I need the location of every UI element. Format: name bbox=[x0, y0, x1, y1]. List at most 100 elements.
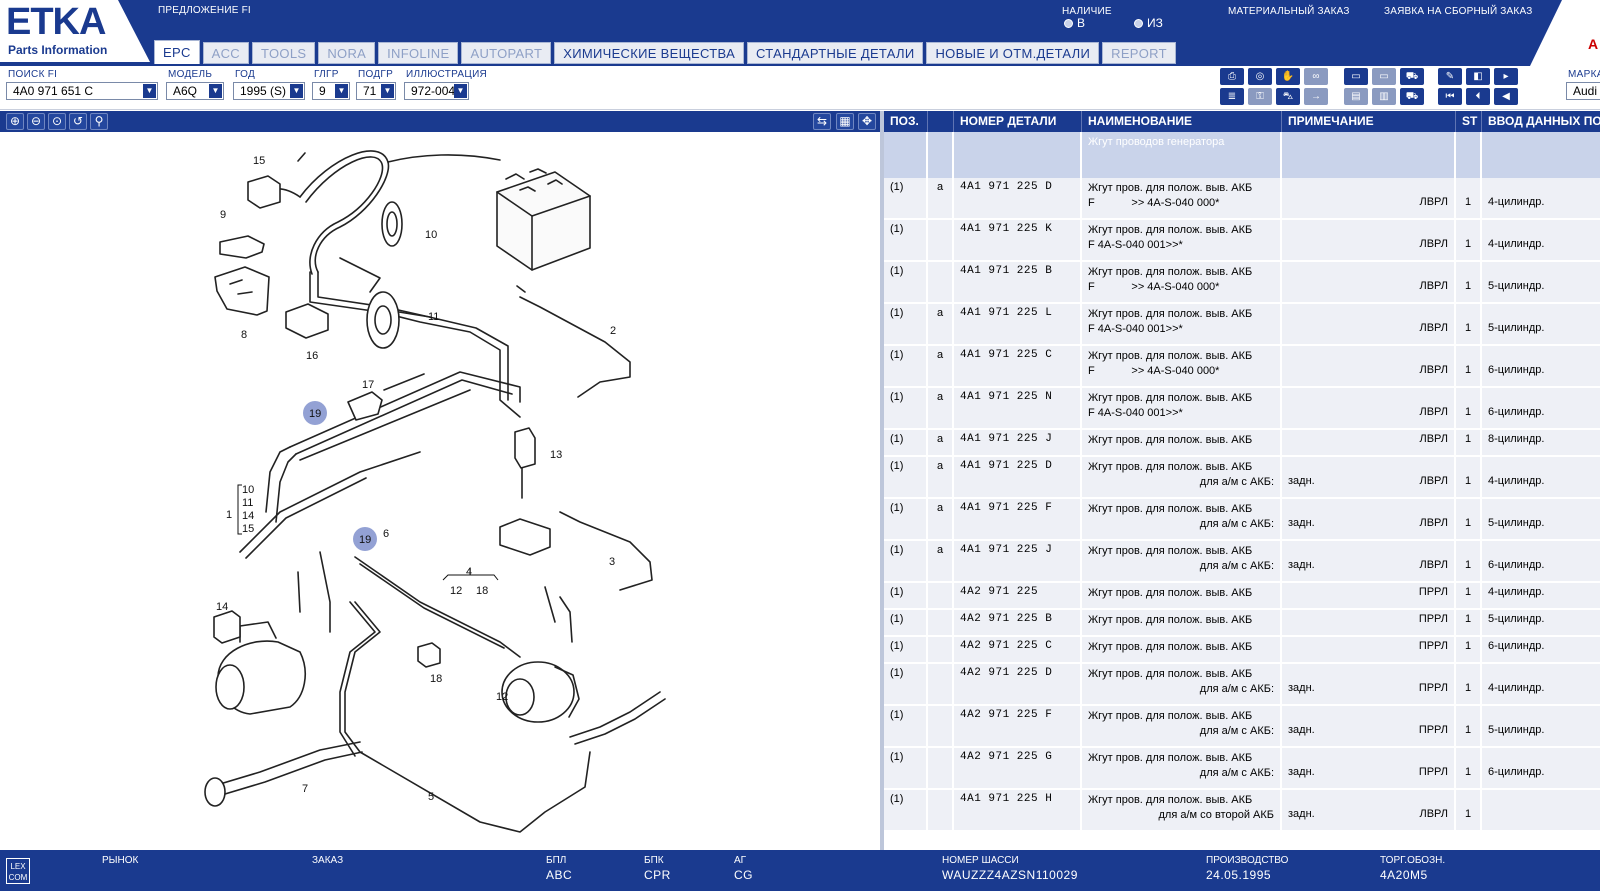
col-note[interactable]: ПРИМЕЧАНИЕ bbox=[1282, 111, 1456, 132]
next-doc-icon[interactable]: ▸ bbox=[1494, 68, 1518, 85]
radio-availability-b[interactable]: В bbox=[1064, 16, 1085, 30]
material-order-link[interactable]: МАТЕРИАЛЬНЫЙ ЗАКАЗ bbox=[1228, 6, 1350, 17]
row-part-number[interactable]: 4A1 971 225 N bbox=[954, 388, 1082, 428]
row-part-number[interactable]: 4A1 971 225 J bbox=[954, 541, 1082, 581]
doc-icon[interactable]: ▥ bbox=[1372, 88, 1396, 105]
row-part-number[interactable]: 4A1 971 225 B bbox=[954, 262, 1082, 302]
row-part-number[interactable]: 4A1 971 225 D bbox=[954, 457, 1082, 497]
brand-combo[interactable]: Audi bbox=[1566, 82, 1600, 100]
prev-doc-icon[interactable]: ◧ bbox=[1466, 68, 1490, 85]
tab-tools[interactable]: TOOLS bbox=[252, 42, 316, 64]
search-fi-combo[interactable]: 4A0 971 651 C ▼ bbox=[6, 82, 158, 100]
zoom-fit-icon[interactable]: ⊙ bbox=[48, 113, 66, 130]
chevron-down-icon[interactable]: ▼ bbox=[381, 84, 394, 98]
tab-epc[interactable]: EPC bbox=[154, 40, 200, 64]
layout-icon[interactable]: ▦ bbox=[836, 113, 854, 130]
glasses-icon[interactable]: ∞ bbox=[1304, 68, 1328, 85]
tab-standard-parts[interactable]: СТАНДАРТНЫЕ ДЕТАЛИ bbox=[747, 42, 924, 64]
tab-autopart[interactable]: AUTOPART bbox=[461, 42, 552, 64]
col-flag[interactable] bbox=[928, 111, 954, 132]
exploded-diagram[interactable]: 15 9 8 16 10 11 2 17 19 13 10 11 14 15 1… bbox=[0, 132, 880, 850]
assembly-order-link[interactable]: ЗАЯВКА НА СБОРНЫЙ ЗАКАЗ bbox=[1384, 6, 1533, 17]
chevron-down-icon[interactable]: ▼ bbox=[290, 84, 303, 98]
offer-fi-label[interactable]: ПРЕДЛОЖЕНИЕ FI bbox=[158, 5, 251, 16]
chevron-down-icon[interactable]: ▼ bbox=[335, 84, 348, 98]
tab-nora[interactable]: NORA bbox=[318, 42, 376, 64]
row-part-number[interactable]: 4A1 971 225 F bbox=[954, 499, 1082, 539]
year-combo[interactable]: 1995 (S) ▼ bbox=[233, 82, 305, 100]
row-part-number[interactable]: 4A1 971 225 K bbox=[954, 220, 1082, 260]
chevron-down-icon[interactable]: ▼ bbox=[454, 84, 467, 98]
col-pos[interactable]: ПОЗ. bbox=[884, 111, 928, 132]
split-view-icon[interactable]: ⇆ bbox=[813, 113, 831, 130]
col-st[interactable]: ST bbox=[1456, 111, 1482, 132]
tab-chemicals[interactable]: ХИМИЧЕСКИЕ ВЕЩЕСТВА bbox=[554, 42, 745, 64]
chevron-down-icon[interactable]: ▼ bbox=[143, 84, 156, 98]
tab-report[interactable]: REPORT bbox=[1102, 42, 1176, 64]
sub-group-combo[interactable]: 71 ▼ bbox=[356, 82, 396, 100]
arrow-dim-icon[interactable]: → bbox=[1304, 88, 1328, 105]
illustration-combo[interactable]: 972-004 ▼ bbox=[404, 82, 469, 100]
col-model-data[interactable]: ВВОД ДАННЫХ ПО М bbox=[1488, 114, 1600, 128]
tab-acc[interactable]: ACC bbox=[202, 42, 249, 64]
row-part-number[interactable]: 4A1 971 225 D bbox=[954, 178, 1082, 218]
row-part-number[interactable]: 4A1 971 225 J bbox=[954, 430, 1082, 455]
card-icon[interactable]: ▤ bbox=[1344, 88, 1368, 105]
search-db-icon[interactable]: ◎ bbox=[1248, 68, 1272, 85]
first-icon[interactable]: ⏮ bbox=[1438, 88, 1462, 105]
row-part-number[interactable]: 4A2 971 225 G bbox=[954, 748, 1082, 788]
main-group-combo[interactable]: 9 ▼ bbox=[312, 82, 350, 100]
magnifier-icon[interactable]: ⚲ bbox=[90, 113, 108, 130]
row-part-number[interactable]: 4A1 971 225 C bbox=[954, 346, 1082, 386]
tab-new-parts[interactable]: НОВЫЕ И ОТМ.ДЕТАЛИ bbox=[926, 42, 1100, 64]
tab-infoline[interactable]: INFOLINE bbox=[378, 42, 459, 64]
row-part-number[interactable]: 4A2 971 225 C bbox=[954, 637, 1082, 662]
chevron-down-icon[interactable]: ▼ bbox=[209, 84, 222, 98]
radio-dot-icon[interactable] bbox=[1064, 18, 1073, 28]
radio-dot-icon[interactable] bbox=[1134, 18, 1143, 28]
col-name[interactable]: НАИМЕНОВАНИЕ bbox=[1082, 111, 1282, 132]
print-icon[interactable]: ⎙ bbox=[1220, 68, 1244, 85]
cart-add-icon[interactable]: ⛟ bbox=[1400, 88, 1424, 105]
radio-availability-from[interactable]: ИЗ bbox=[1134, 16, 1163, 30]
cart-icon[interactable]: ⛟ bbox=[1400, 68, 1424, 85]
key-icon[interactable]: ⚿ bbox=[1248, 88, 1272, 105]
zoom-in-icon[interactable]: ⊕ bbox=[6, 113, 24, 130]
zoom-reset-icon[interactable]: ↺ bbox=[69, 113, 87, 130]
panel-splitter[interactable] bbox=[880, 111, 884, 850]
move-icon[interactable]: ✥ bbox=[858, 113, 876, 130]
screen-dim-icon[interactable]: ▭ bbox=[1372, 68, 1396, 85]
model-combo[interactable]: A6Q ▼ bbox=[166, 82, 224, 100]
col-part-number[interactable]: НОМЕР ДЕТАЛИ bbox=[954, 111, 1082, 132]
zoom-out-icon[interactable]: ⊖ bbox=[27, 113, 45, 130]
row-part-number[interactable]: 4A2 971 225 F bbox=[954, 706, 1082, 746]
pin-icon[interactable]: ✎ bbox=[1438, 68, 1462, 85]
screen-icon[interactable]: ▭ bbox=[1344, 68, 1368, 85]
row-part-number[interactable]: 4A2 971 225 B bbox=[954, 610, 1082, 635]
row-part-number[interactable]: 4A1 971 225 H bbox=[954, 790, 1082, 830]
back-icon[interactable]: ⏴ bbox=[1466, 88, 1490, 105]
car-icon[interactable]: ⛍ bbox=[1276, 88, 1300, 105]
list-icon[interactable]: ≣ bbox=[1220, 88, 1244, 105]
handshake-icon[interactable]: ✋ bbox=[1276, 68, 1300, 85]
row-part-number[interactable]: 4A1 971 225 L bbox=[954, 304, 1082, 344]
row-part-number[interactable]: 4A2 971 225 D bbox=[954, 664, 1082, 704]
prev-icon[interactable]: ◀ bbox=[1494, 88, 1518, 105]
